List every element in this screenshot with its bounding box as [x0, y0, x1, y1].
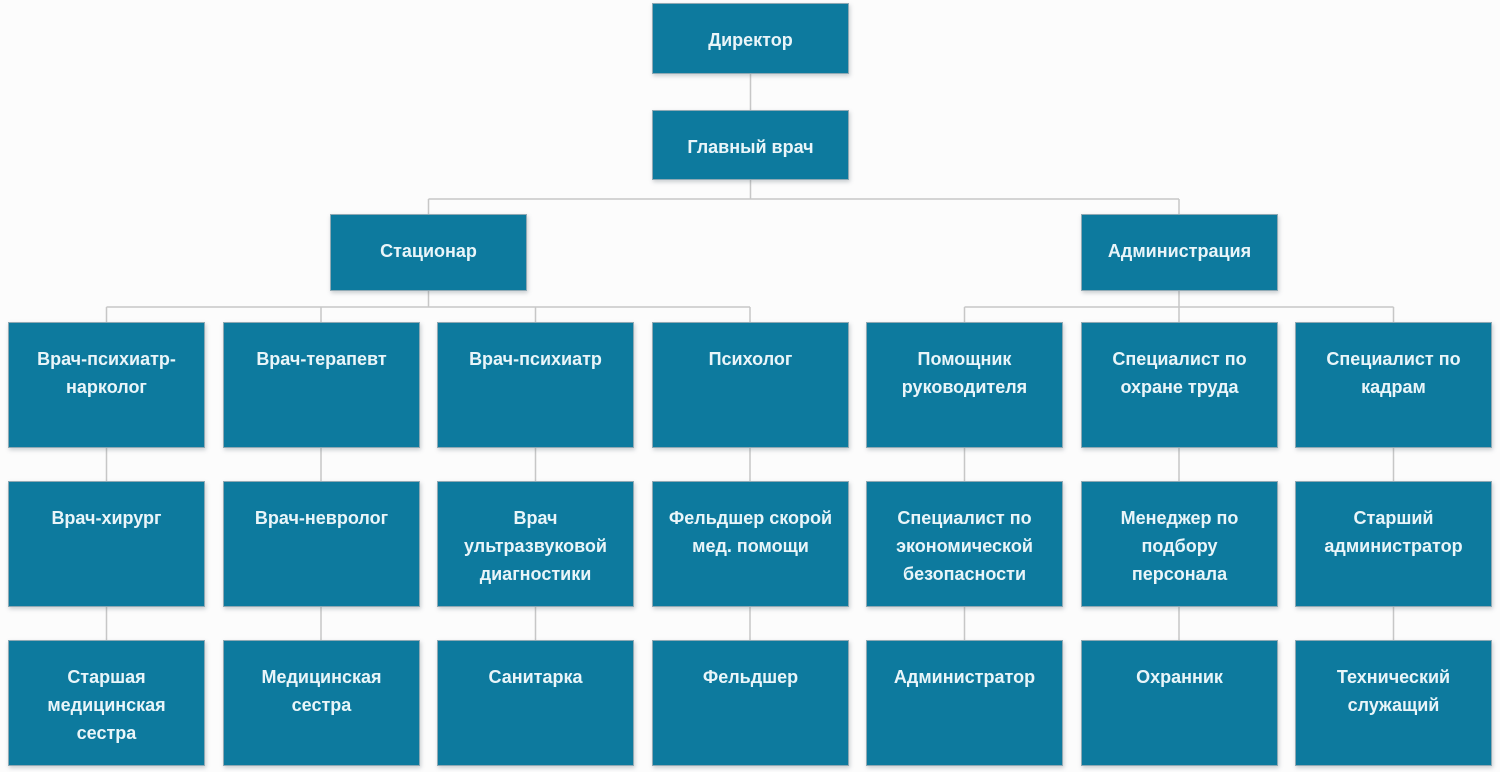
- org-node-label: Фельдшер: [702, 667, 799, 687]
- org-node: Фельдшер: [652, 640, 849, 766]
- org-node-label: Врач ультразвуковой диагностики: [464, 508, 607, 584]
- org-node-label: Администратор: [893, 667, 1036, 687]
- org-node-label: Фельдшер скорой мед. помощи: [668, 508, 833, 556]
- org-node: Врач-психиатр: [437, 322, 634, 448]
- org-node: Технический служащий: [1295, 640, 1492, 766]
- org-node-label: Врач-невролог: [254, 508, 389, 528]
- org-node: Охранник: [1081, 640, 1278, 766]
- org-node: Специалист по экономической безопасности: [866, 481, 1063, 607]
- org-node-label: Старший администратор: [1324, 508, 1463, 556]
- org-node-label: Менеджер по подбору персонала: [1120, 508, 1239, 584]
- org-node: Старший администратор: [1295, 481, 1492, 607]
- org-node: Санитарка: [437, 640, 634, 766]
- org-node-label: Технический служащий: [1336, 667, 1451, 715]
- org-node: Старшая медицинская сестра: [8, 640, 205, 766]
- org-node: Врач-терапевт: [223, 322, 420, 448]
- org-node-label: Медицинская сестра: [261, 667, 382, 715]
- org-node-label: Старшая медицинская сестра: [47, 667, 166, 743]
- org-node: Врач-невролог: [223, 481, 420, 607]
- org-node-label: Санитарка: [488, 667, 583, 687]
- org-node: Врач ультразвуковой диагностики: [437, 481, 634, 607]
- org-node-director: Директор: [652, 3, 849, 74]
- org-node-chief-doctor: Главный врач: [652, 110, 849, 180]
- org-node: Психолог: [652, 322, 849, 448]
- org-node: Фельдшер скорой мед. помощи: [652, 481, 849, 607]
- org-node-label: Директор: [708, 30, 793, 50]
- org-node-label: Помощник руководителя: [901, 349, 1028, 397]
- org-node-label: Специалист по кадрам: [1326, 349, 1461, 397]
- org-node-label: Врач-хирург: [51, 508, 162, 528]
- org-node-label: Специалист по охране труда: [1112, 349, 1247, 397]
- org-node: Администратор: [866, 640, 1063, 766]
- org-node-label: Специалист по экономической безопасности: [896, 508, 1033, 584]
- org-node-label: Врач-психиатр: [469, 349, 602, 369]
- org-node: Специалист по кадрам: [1295, 322, 1492, 448]
- org-node-label: Администрация: [1107, 241, 1252, 261]
- org-node: Врач-хирург: [8, 481, 205, 607]
- org-node-branch-stationar: Стационар: [330, 214, 527, 291]
- org-node-branch-administration: Администрация: [1081, 214, 1278, 291]
- org-node-label: Психолог: [708, 349, 793, 369]
- org-node: Медицинская сестра: [223, 640, 420, 766]
- org-node-label: Стационар: [380, 241, 477, 261]
- org-node-label: Охранник: [1136, 667, 1223, 687]
- org-node-label: Врач-психиатр- нарколог: [37, 349, 176, 397]
- org-node-label: Врач-терапевт: [256, 349, 387, 369]
- org-node: Менеджер по подбору персонала: [1081, 481, 1278, 607]
- org-node-label: Главный врач: [687, 137, 814, 157]
- org-node: Врач-психиатр- нарколог: [8, 322, 205, 448]
- org-node: Помощник руководителя: [866, 322, 1063, 448]
- org-node: Специалист по охране труда: [1081, 322, 1278, 448]
